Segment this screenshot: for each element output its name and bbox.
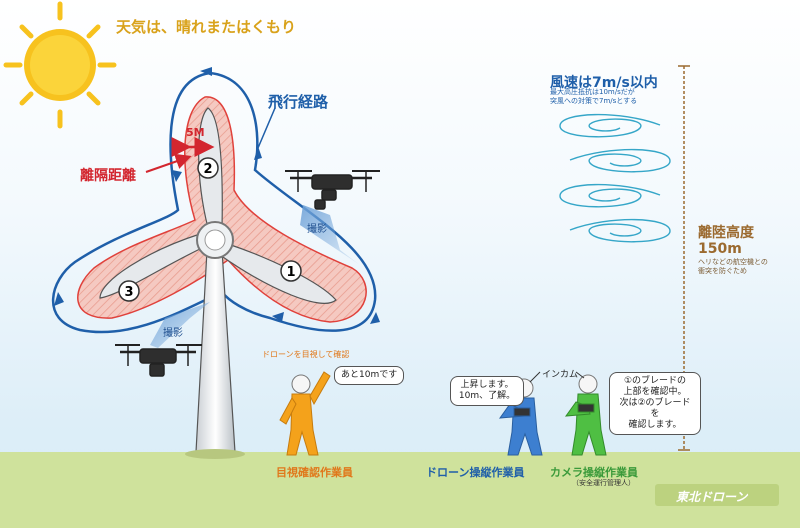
shooting-label: 撮影 xyxy=(163,328,183,339)
drone-icon xyxy=(115,344,202,377)
svg-text:3: 3 xyxy=(124,285,133,300)
observer-role-label: 目視確認作業員 xyxy=(276,466,353,479)
altitude-title: 離陸高度 150m xyxy=(698,225,754,257)
speech-bubble-camera: ①のブレードの 上部を確認中。 次は②のブレードを 確認します。 xyxy=(609,372,701,435)
camera-worker-figure xyxy=(564,374,607,456)
camera-beam-right xyxy=(300,205,360,265)
svg-text:1: 1 xyxy=(286,265,295,280)
wind-limit-note: 最大高圧抵抗は10m/sだが 突風への対策で7m/sとする xyxy=(550,88,638,105)
logo-badge xyxy=(655,484,779,506)
tower-shadow xyxy=(185,449,245,459)
intercom-label: インカム xyxy=(542,370,579,380)
flight-direction-arrows xyxy=(54,67,380,324)
wind-limit-title: 風速は7m/s以内 xyxy=(550,75,658,91)
separation-label: 離隔距離 xyxy=(80,168,136,184)
blade-marker-1: 1 xyxy=(280,260,302,282)
turbine-tower xyxy=(195,249,236,453)
altitude-note: ヘリなどの航空機との 衝突を防ぐため xyxy=(698,258,768,275)
observer-worker-figure xyxy=(279,371,331,456)
flight-path-label: 飛行経路 xyxy=(268,93,329,111)
weather-label: 天気は、晴れまたはくもり xyxy=(116,18,297,36)
separation-pointer xyxy=(145,153,192,173)
camera-role-label: カメラ操縦作業員 xyxy=(550,466,638,479)
svg-text:2: 2 xyxy=(203,162,212,177)
distance-label: 5M xyxy=(186,126,205,139)
drone-icon xyxy=(285,170,380,210)
speech-bubble-pilot: 上昇します。 10m、了解。 xyxy=(450,376,524,406)
visual-check-note: ドローンを目視して確認 xyxy=(262,350,350,359)
camera-role-sublabel: （安全運行管理人） xyxy=(572,479,635,487)
wind-icon xyxy=(559,113,671,243)
shooting-label: 撮影 xyxy=(307,224,327,235)
speech-bubble-observer: あと10mです xyxy=(334,366,405,385)
pilot-role-label: ドローン操縦作業員 xyxy=(426,466,525,479)
blade-marker-2: 2 xyxy=(197,157,219,179)
company-logo: 東北ドローン xyxy=(676,490,748,504)
flight-path-pointer xyxy=(257,107,276,149)
sun-icon xyxy=(3,1,117,129)
camera-beam-left xyxy=(150,302,210,348)
blade-marker-3: 3 xyxy=(118,280,140,302)
